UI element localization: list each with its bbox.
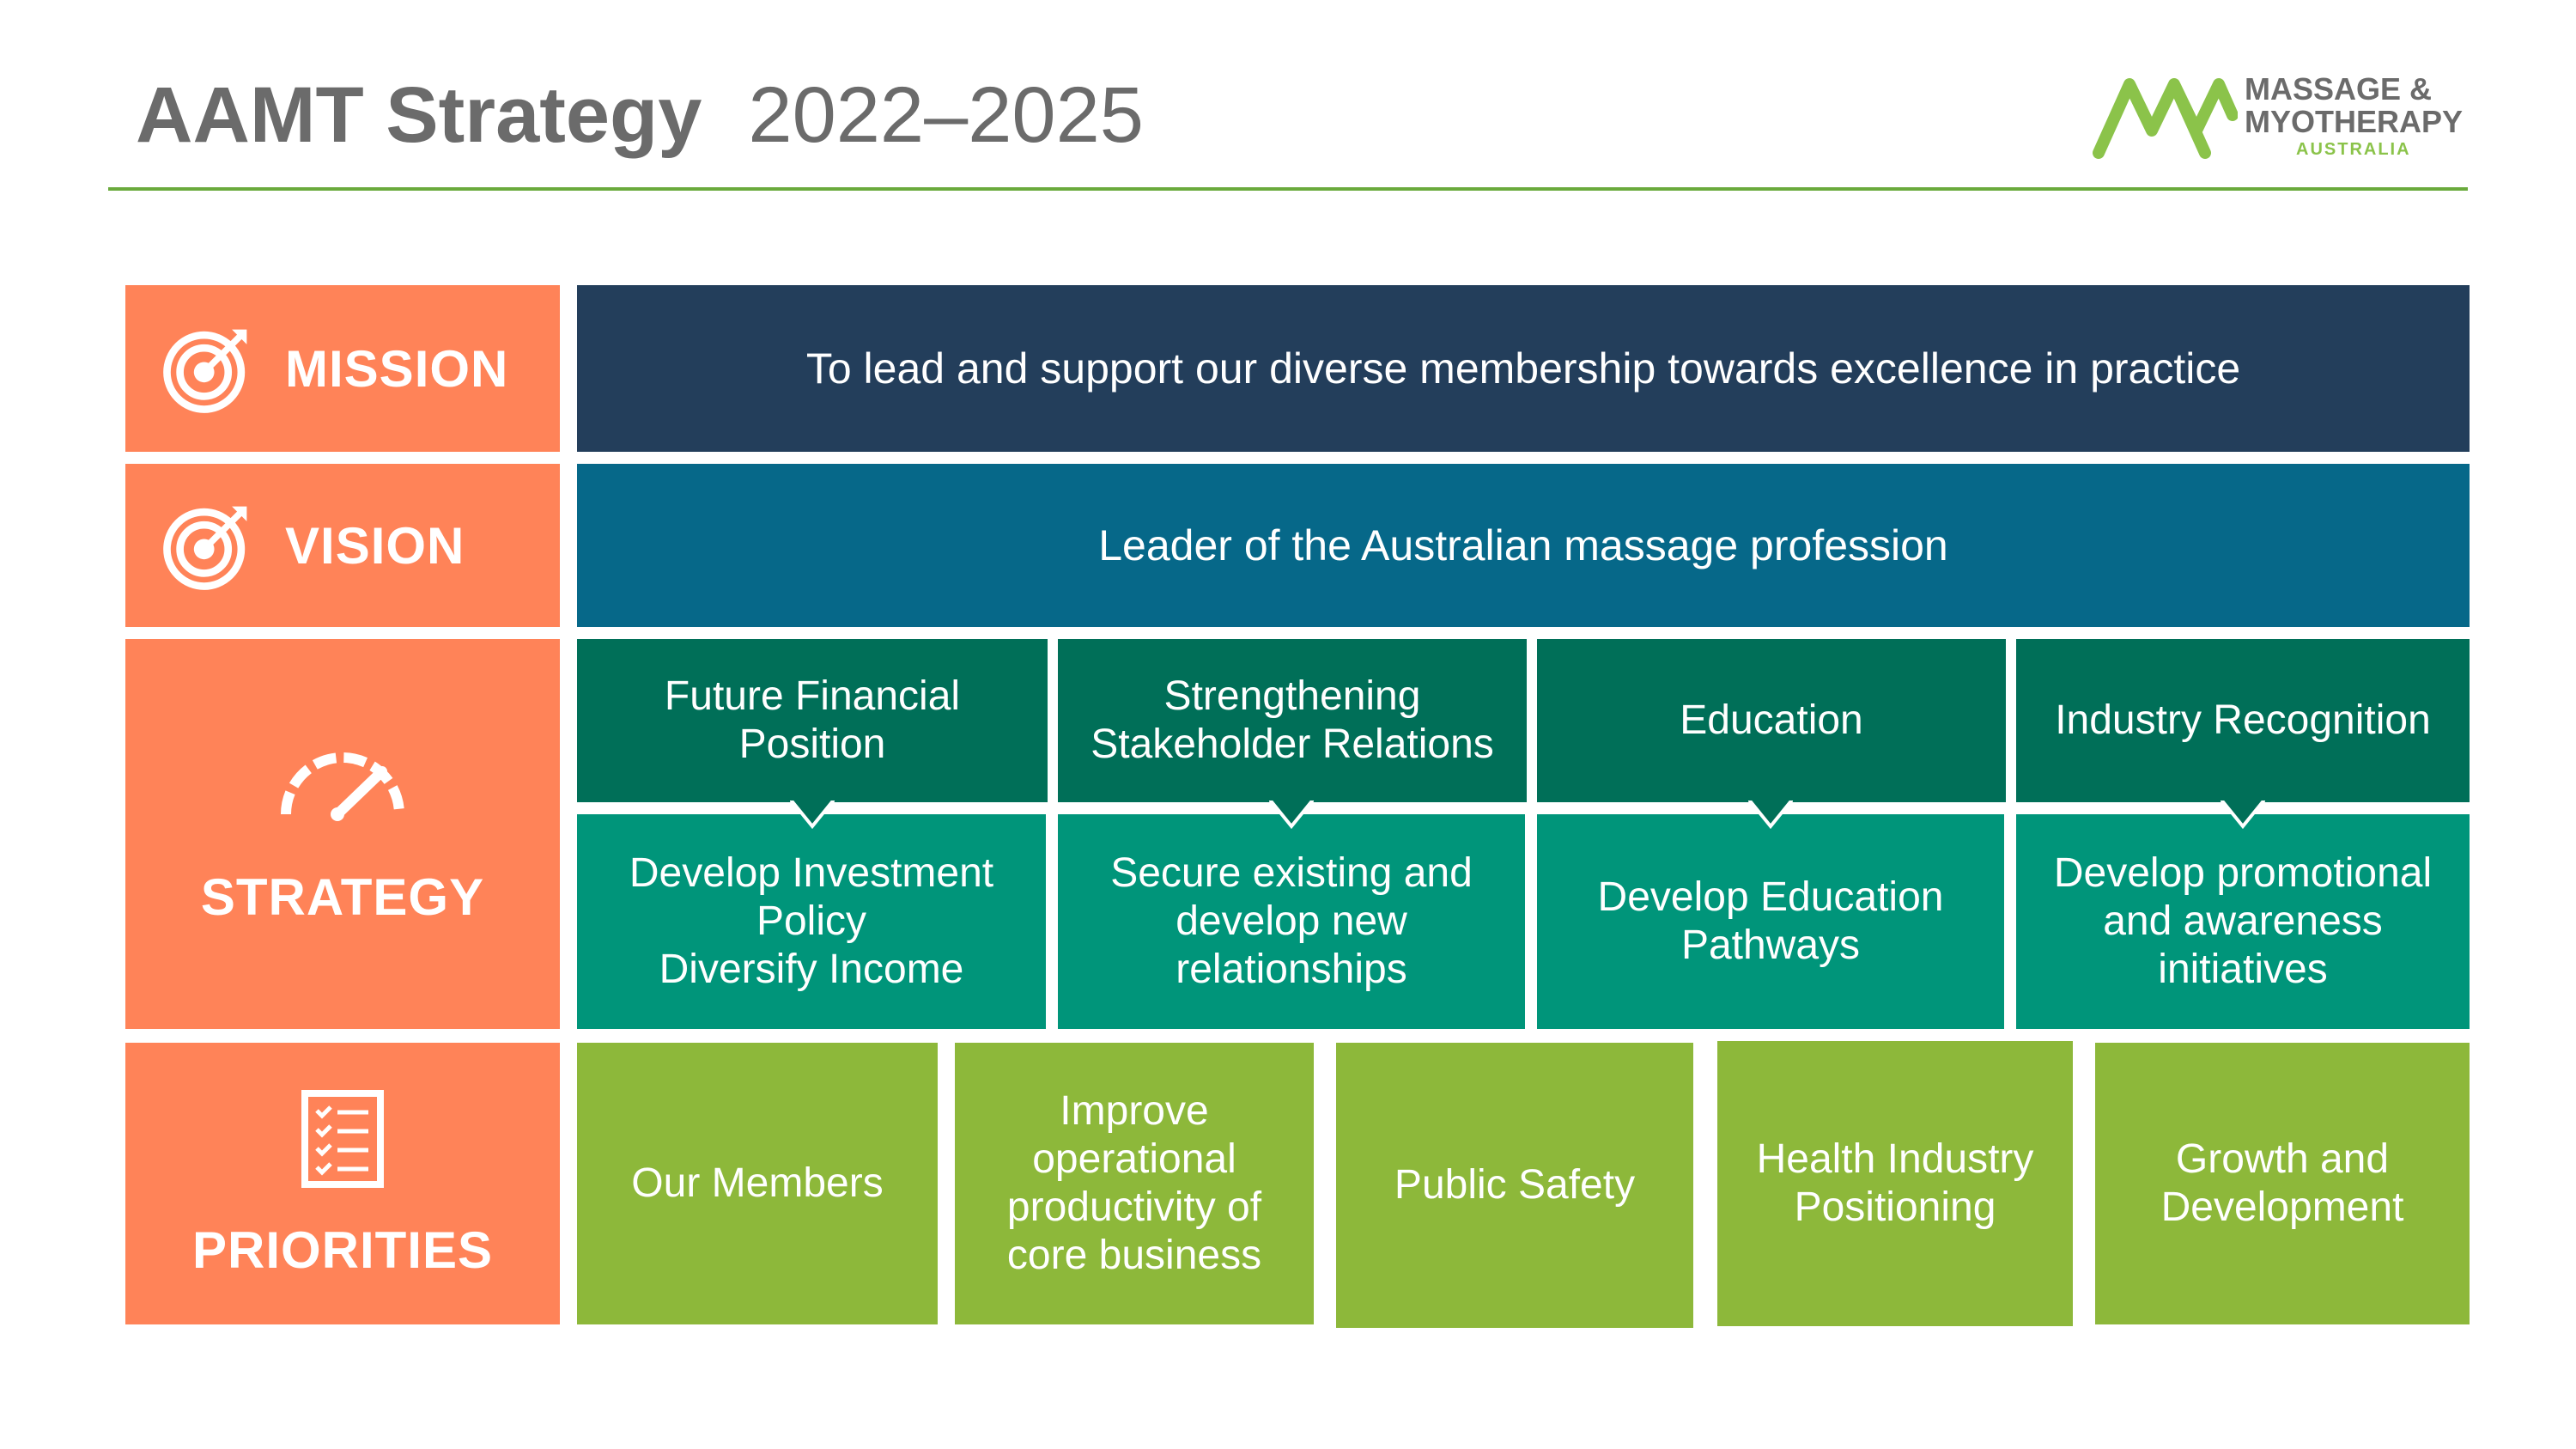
connector-arrow-icon (1748, 799, 1793, 830)
logo-line-3: AUSTRALIA (2296, 140, 2411, 159)
vision-statement: Leader of the Australian massage profess… (577, 464, 2470, 627)
initiative-line: Diversify Income (659, 947, 964, 992)
target-icon (163, 329, 247, 413)
initiative-line: Develop promotional and awareness initia… (2053, 850, 2433, 992)
mission-label: MISSION (125, 285, 560, 452)
strategy-label-text: STRATEGY (200, 868, 485, 926)
checklist-icon (301, 1089, 384, 1188)
priority-card: Public Safety (1336, 1043, 1693, 1328)
logo-line-2: MYOTHERAPY (2245, 104, 2464, 139)
title-years: 2022–2025 (748, 71, 1144, 159)
initiative-line: Develop Investment Policy (629, 850, 994, 944)
speedometer-icon (281, 752, 404, 821)
connector-arrow-icon (1269, 799, 1314, 830)
strategy-initiative: Develop promotional and awareness initia… (2016, 814, 2470, 1029)
mountain-m-logo-icon (2093, 78, 2238, 159)
priorities-label-text: PRIORITIES (191, 1221, 494, 1279)
organisation-logo: MASSAGE & MYOTHERAPY AUSTRALIA (2092, 70, 2470, 165)
strategy-objective: Industry Recognition (2016, 639, 2470, 802)
priority-card: Our Members (577, 1043, 938, 1324)
header-divider (108, 187, 2468, 191)
connector-arrow-icon (790, 799, 835, 830)
priority-card: Growth and Development (2095, 1043, 2470, 1324)
logo-line-1: MASSAGE & (2245, 71, 2433, 107)
mission-label-text: MISSION (285, 339, 509, 398)
logo-wordmark: MASSAGE & MYOTHERAPY AUSTRALIA (2245, 71, 2464, 159)
initiative-line: Secure existing and develop new relation… (1110, 850, 1473, 992)
strategy-objective: Future Financial Position (577, 639, 1048, 802)
priority-card: Improve operational productivity of core… (955, 1043, 1314, 1324)
strategy-initiative: Develop Education Pathways (1537, 814, 2004, 1029)
initiative-text: Develop Investment Policy Diversify Inco… (594, 849, 1029, 994)
strategy-initiative: Secure existing and develop new relation… (1058, 814, 1525, 1029)
strategy-label: STRATEGY (125, 639, 560, 1029)
mission-statement: To lead and support our diverse membersh… (577, 285, 2470, 452)
strategy-objective: Strengthening Stakeholder Relations (1058, 639, 1527, 802)
connector-arrow-icon (2221, 799, 2265, 830)
priority-card: Health Industry Positioning (1717, 1041, 2073, 1326)
initiative-line: Develop Education Pathways (1597, 874, 1944, 968)
vision-label-text: VISION (285, 516, 465, 575)
strategy-initiative: Develop Investment Policy Diversify Inco… (577, 814, 1046, 1029)
strategy-objective: Education (1537, 639, 2006, 802)
vision-label: VISION (125, 464, 560, 627)
title-text: AAMT Strategy (136, 71, 702, 159)
target-icon (163, 506, 247, 590)
priorities-label: PRIORITIES (125, 1043, 560, 1324)
